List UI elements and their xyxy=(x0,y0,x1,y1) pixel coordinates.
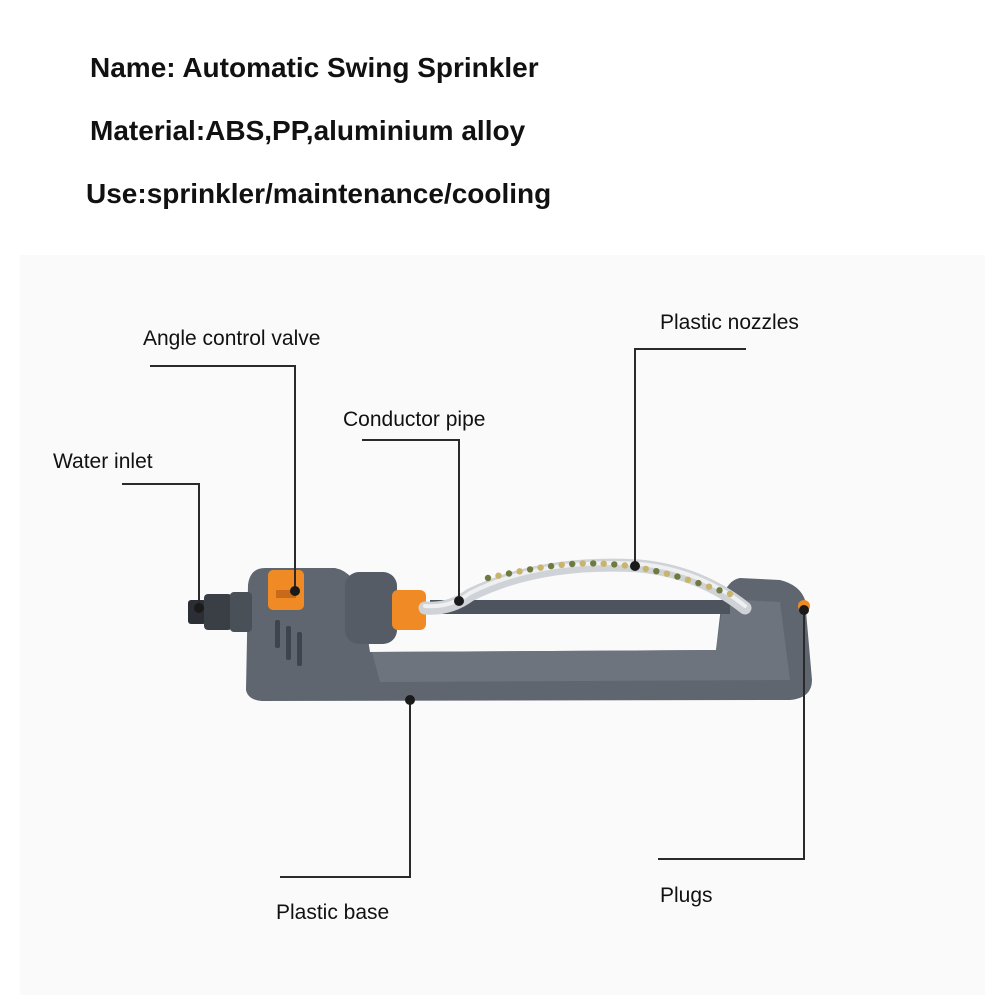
vent-slot xyxy=(275,620,280,648)
nozzle xyxy=(537,564,544,571)
plastic-base-shape xyxy=(246,568,812,701)
nozzle xyxy=(611,561,618,568)
plugs-marker-dot xyxy=(799,605,809,615)
nozzle xyxy=(684,576,692,583)
rear-rail xyxy=(430,600,730,614)
nozzle xyxy=(505,570,513,577)
nozzle xyxy=(716,587,723,594)
nozzle xyxy=(516,568,523,575)
plastic-nozzles-marker-dot xyxy=(630,561,640,571)
vent-slot xyxy=(297,632,302,666)
plastic-base-label: Plastic base xyxy=(276,901,390,924)
nozzle xyxy=(558,561,565,569)
water-inlet-leader-line xyxy=(122,483,200,608)
plugs-leader-line xyxy=(658,610,805,860)
product-material-text: Material:ABS,PP,aluminium alloy xyxy=(90,115,526,146)
nozzle xyxy=(484,574,492,582)
vent-slot xyxy=(286,626,291,660)
plastic-nozzles-group xyxy=(484,560,734,598)
plugs-label: Plugs xyxy=(660,884,713,907)
nozzle xyxy=(695,579,702,587)
angle-valve-marker-dot xyxy=(290,586,300,596)
plastic-base-marker-dot xyxy=(405,695,415,705)
nozzle xyxy=(726,590,734,598)
nozzle xyxy=(642,565,649,573)
nozzle xyxy=(526,566,534,573)
nozzle xyxy=(569,560,576,568)
angle-valve-leader-line xyxy=(150,365,296,590)
nozzle xyxy=(653,568,660,575)
nozzle xyxy=(495,572,502,579)
nozzle xyxy=(674,573,681,580)
product-name-text: Name: Automatic Swing Sprinkler xyxy=(90,52,539,83)
water-inlet-marker-dot xyxy=(194,603,204,613)
water-inlet-label: Water inlet xyxy=(53,450,153,473)
conductor-pipe-marker-dot xyxy=(454,596,464,606)
angle-control-valve-label: Angle control valve xyxy=(143,327,321,350)
valve-notch xyxy=(276,590,296,598)
nozzle xyxy=(579,560,586,567)
plastic-nozzles-leader-line xyxy=(634,348,746,565)
orange-coupling xyxy=(392,590,426,630)
nozzle xyxy=(590,560,597,567)
conductor-pipe-leader-line xyxy=(362,439,460,600)
motor-housing xyxy=(345,572,397,644)
image-backdrop xyxy=(20,255,985,995)
nozzle xyxy=(600,560,607,567)
plastic-nozzles-label: Plastic nozzles xyxy=(660,311,799,334)
nozzle xyxy=(705,583,713,590)
nozzle xyxy=(663,570,671,577)
nozzle xyxy=(547,562,555,570)
conductor-pipe-label: Conductor pipe xyxy=(343,408,486,431)
product-use-text: Use:sprinkler/maintenance/cooling xyxy=(86,178,552,209)
nozzle xyxy=(621,562,628,569)
plastic-base-leader-line xyxy=(280,700,411,878)
